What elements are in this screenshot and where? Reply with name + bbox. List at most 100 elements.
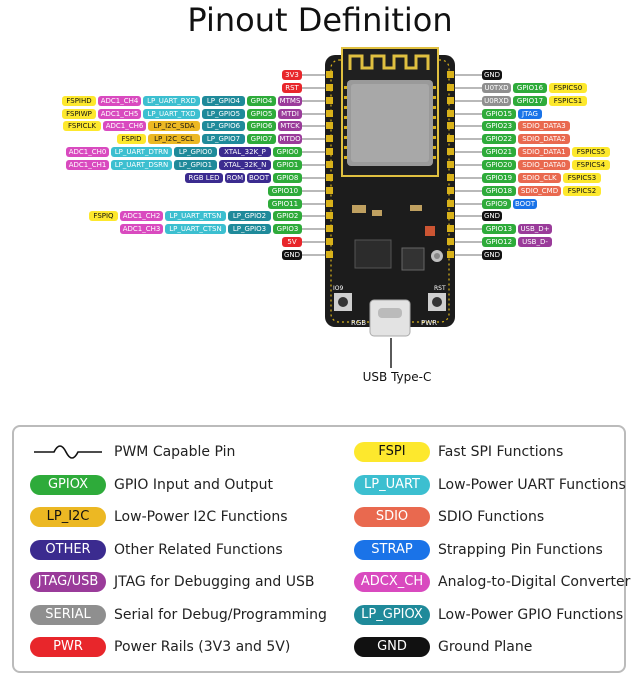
header-pin <box>326 161 333 168</box>
header-pin <box>326 238 333 245</box>
header-pin <box>326 187 333 194</box>
pin-label: FSPICS3 <box>563 173 601 183</box>
legend-swatch: STRAP <box>354 539 430 560</box>
pin-label: GPIO22 <box>482 134 516 144</box>
header-pin <box>447 200 454 207</box>
legend-item: PWM Capable Pin <box>30 441 235 463</box>
pin-label: GPIO15 <box>482 109 516 119</box>
pin-label: SDIO_DATA3 <box>518 121 570 131</box>
header-pin <box>326 110 333 117</box>
pin-label: GND <box>282 250 302 260</box>
pin-label: GPIO11 <box>268 199 302 209</box>
pin-label: LP_GPIO5 <box>202 109 245 119</box>
header-pin <box>326 97 333 104</box>
pin-label: LP_GPIO7 <box>202 134 245 144</box>
usb-type-c-label: USB Type-C <box>362 370 432 384</box>
pin-label: GPIO8 <box>273 173 302 183</box>
pin-label: LP_UART_RXD <box>143 96 200 106</box>
pin-label: USB_D+ <box>518 224 552 234</box>
legend-swatch: FSPI <box>354 442 430 462</box>
header-pin <box>447 225 454 232</box>
legend-swatch: OTHER <box>30 539 106 560</box>
pin-label: FSPIQ <box>89 211 118 221</box>
pin-label: FSPICS2 <box>563 186 601 196</box>
pin-label: GND <box>482 211 502 221</box>
header-pin <box>447 71 454 78</box>
pin-label: MTCK <box>278 121 302 131</box>
legend-text: Power Rails (3V3 and 5V) <box>114 639 291 655</box>
pin-label: LP_I2C_SDA <box>148 121 200 131</box>
pin-label: GPIO13 <box>482 224 516 234</box>
legend-text: JTAG for Debugging and USB <box>114 574 315 590</box>
pin-label: GND <box>482 70 502 80</box>
pin-label: USB_D- <box>518 237 552 247</box>
pin-label: GND <box>482 250 502 260</box>
legend-text: Serial for Debug/Programming <box>114 606 327 623</box>
pin-label: ADC1_CH6 <box>103 121 146 131</box>
pin-label: FSPID <box>117 134 146 144</box>
legend-text: Low-Power UART Functions <box>438 476 626 493</box>
pin-label: GPIO23 <box>482 121 516 131</box>
pin-label: ADC1_CH4 <box>98 96 141 106</box>
header-pin <box>326 251 333 258</box>
pwm-wave-icon <box>34 445 102 459</box>
pin-label: SDIO_DATA0 <box>518 160 570 170</box>
header-pin <box>326 122 333 129</box>
pin-label: GPIO3 <box>273 224 302 234</box>
header-pin <box>447 251 454 258</box>
pin-label: LP_GPIO0 <box>174 147 217 157</box>
pin-label: SDIO_CLK <box>518 173 561 183</box>
header-pin <box>326 148 333 155</box>
pin-label: GPIO9 <box>482 199 511 209</box>
pin-label: ADC1_CH2 <box>120 211 163 221</box>
pin-label: MTDI <box>278 109 302 119</box>
legend-swatch: GPIOX <box>30 474 106 495</box>
pin-label: GPIO16 <box>513 83 547 93</box>
pin-label: 3V3 <box>282 70 302 80</box>
pin-label: GPIO17 <box>513 96 547 106</box>
legend-text: Strapping Pin Functions <box>438 541 603 558</box>
usb-chip <box>354 239 392 269</box>
header-pin <box>326 84 333 91</box>
header-pin <box>447 135 454 142</box>
pin-label: LP_UART_RTSN <box>165 211 226 221</box>
legend-swatch: LP_GPIOX <box>354 604 430 625</box>
legend-item: STRAP Strapping Pin Functions <box>354 539 603 561</box>
pin-label: SDIO_DATA2 <box>518 134 570 144</box>
legend-text: Ground Plane <box>438 639 533 655</box>
header-pin <box>447 187 454 194</box>
header-pin <box>447 161 454 168</box>
pin-label: LP_GPIO1 <box>174 160 217 170</box>
header-pin <box>326 135 333 142</box>
legend-text: Low-Power I2C Functions <box>114 509 288 525</box>
pin-label: FSPICLK <box>63 121 101 131</box>
pin-label: LP_UART_DSRN <box>111 160 172 170</box>
pin-label: ADC1_CH0 <box>66 147 109 157</box>
board-illustration: RGB PWR IO9 RST <box>302 47 482 368</box>
pin-label: MTMS <box>278 96 302 106</box>
header-pin <box>447 174 454 181</box>
pin-label: GPIO12 <box>482 237 516 247</box>
pin-label: BOOT <box>513 199 537 209</box>
pin-label: U0TXD <box>482 83 511 93</box>
header-pin <box>326 174 333 181</box>
board-rgb-label: RGB <box>351 319 366 327</box>
legend-swatch: LP_UART <box>354 474 430 495</box>
pin-label: GPIO5 <box>247 109 276 119</box>
pin-label: U0RXD <box>482 96 511 106</box>
pin-label: GPIO10 <box>268 186 302 196</box>
pin-label: LP_GPIO2 <box>228 211 271 221</box>
pin-label: ADC1_CH3 <box>120 224 163 234</box>
pin-label: FSPIHD <box>62 96 96 106</box>
header-pin <box>447 122 454 129</box>
header-pin <box>326 71 333 78</box>
pin-label: FSPICS1 <box>549 96 587 106</box>
